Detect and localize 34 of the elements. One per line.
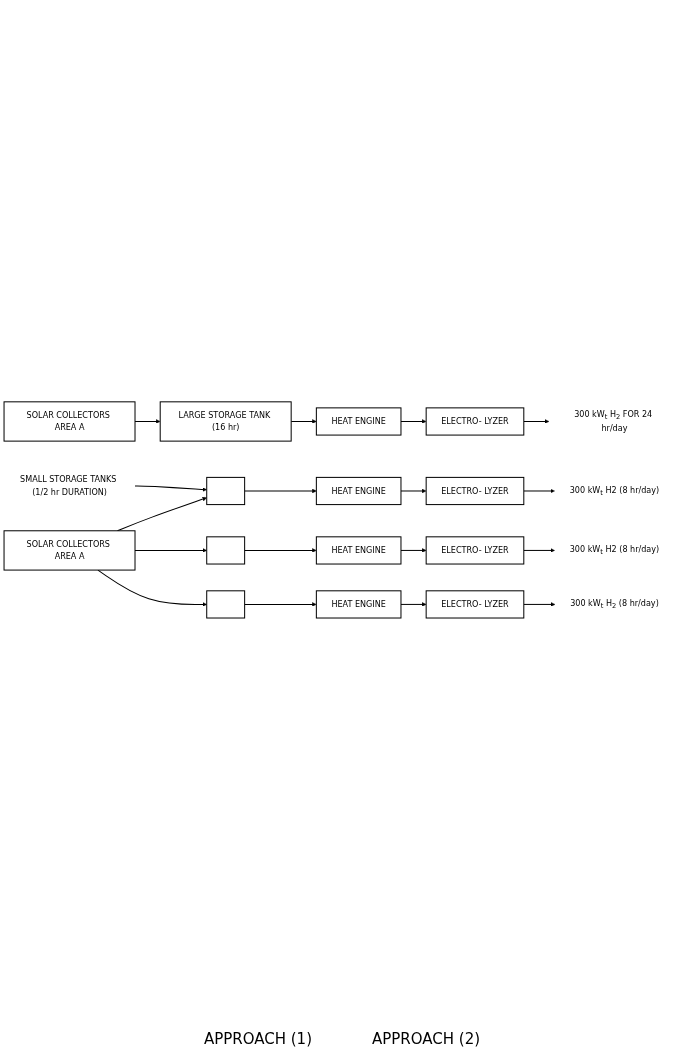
arrow xyxy=(134,485,207,492)
node-text: SMALL STORAGE TANKS (1/2 hr DURATION) xyxy=(20,474,117,497)
node-text: 300 kW$_{t}$ H$_{2}$ FOR 24 hr/day xyxy=(574,409,653,433)
node-box: HEAT ENGINE xyxy=(315,407,402,436)
node-text: 300 kW$_{t}$ H$_{2}$ (8 hr/day) xyxy=(570,598,659,610)
arrow xyxy=(400,419,427,424)
node-box: HEAT ENGINE xyxy=(315,590,402,619)
node-box xyxy=(206,536,246,565)
arrow xyxy=(244,548,317,553)
node-box xyxy=(206,590,246,619)
arrow xyxy=(400,488,427,494)
arrow xyxy=(400,602,427,607)
node-box: SOLAR COLLECTORS AREA A xyxy=(3,401,136,442)
node-box xyxy=(206,476,246,506)
node-box: SOLAR COLLECTORS AREA A xyxy=(3,530,136,571)
arrow xyxy=(244,602,317,607)
node-box: ELECTRO- LYZER xyxy=(425,536,525,565)
arrow xyxy=(523,419,550,424)
node-box: HEAT ENGINE xyxy=(315,536,402,565)
arrow xyxy=(523,488,555,494)
arrow xyxy=(244,488,317,494)
arrow xyxy=(400,548,427,553)
arrow xyxy=(97,569,207,607)
node-box: ELECTRO- LYZER xyxy=(425,407,525,436)
node-text: 300 kW$_{t}$ H2 (8 hr/day) xyxy=(569,485,660,497)
arrow xyxy=(523,548,555,553)
node-text: 300 kW$_{t}$ H2 (8 hr/day) xyxy=(569,544,660,556)
arrow xyxy=(523,602,556,607)
node-box: HEAT ENGINE xyxy=(315,476,402,506)
node-box: ELECTRO- LYZER xyxy=(425,476,525,506)
node-box: ELECTRO- LYZER xyxy=(425,590,525,619)
approach-label: APPROACH (2) xyxy=(372,1030,481,1048)
node-box: LARGE STORAGE TANK (16 hr) xyxy=(159,401,292,442)
approach-label: APPROACH (1) xyxy=(203,1030,312,1048)
